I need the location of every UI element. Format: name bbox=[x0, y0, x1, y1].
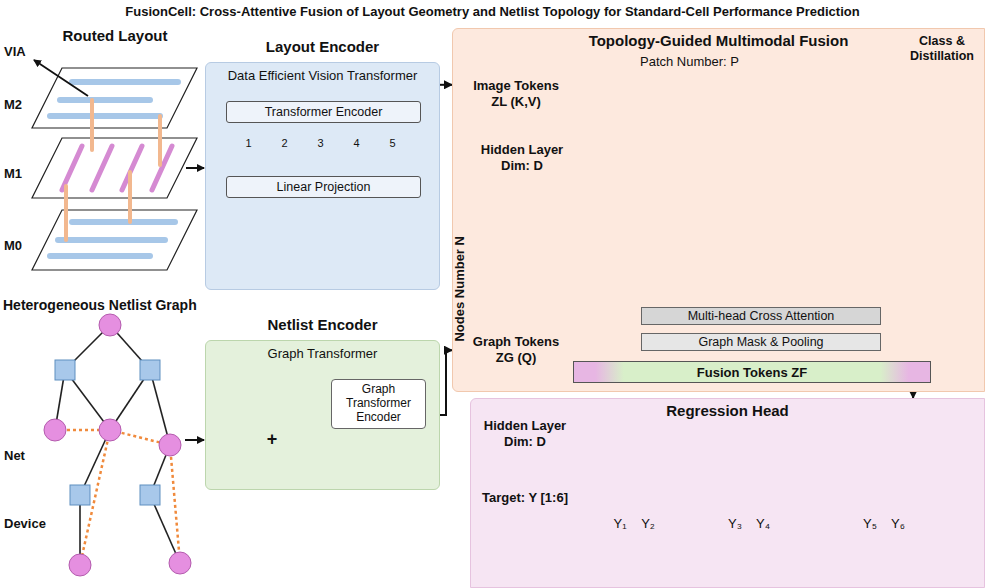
attention-box: Multi-head Cross Attention bbox=[641, 307, 881, 325]
box-label: Linear Projection bbox=[274, 180, 374, 194]
diagram-label: 4 bbox=[350, 137, 363, 150]
illustration-shape bbox=[99, 314, 121, 336]
illustration-shape bbox=[186, 167, 204, 169]
box-label: Graph Mask & Pooling bbox=[695, 335, 826, 349]
diagram-label: Device bbox=[4, 516, 64, 532]
encoder-panel: Netlist EncoderGraph TransformerGraph Tr… bbox=[205, 340, 440, 490]
diagram-label: Y₂ bbox=[636, 516, 660, 532]
illustration-shape bbox=[62, 146, 82, 190]
illustration-shape bbox=[185, 439, 204, 441]
panel-heading: Netlist Encoder bbox=[206, 316, 439, 334]
diagram-label: Nodes Number N bbox=[452, 229, 468, 349]
diagram-label: Class & Distillation bbox=[900, 34, 984, 64]
panel-heading: Topology-Guided Multimodal Fusion bbox=[453, 32, 984, 49]
illustration-shape bbox=[32, 68, 197, 128]
diagram-label: + bbox=[262, 429, 282, 451]
illustration-shape bbox=[72, 79, 178, 85]
pooling-box: Graph Mask & Pooling bbox=[641, 333, 881, 351]
panel-subheading: Graph Transformer bbox=[206, 346, 439, 361]
illustration-shape bbox=[50, 113, 160, 119]
box-label: Transformer Encoder bbox=[262, 105, 386, 119]
diagram-label: Patch Number: P bbox=[640, 54, 770, 70]
illustration-shape bbox=[60, 97, 150, 103]
illustration-shape bbox=[140, 360, 160, 380]
diagram-label: 3 bbox=[314, 137, 327, 150]
diagram-label: Heterogeneous Netlist Graph bbox=[3, 297, 238, 314]
flow-arrow bbox=[440, 350, 452, 415]
diagram-label: Y₅ bbox=[858, 516, 882, 532]
illustration-shape bbox=[44, 314, 191, 576]
diagram-label: Hidden Layer Dim: D bbox=[476, 418, 574, 449]
illustration-shape bbox=[72, 219, 175, 225]
illustration-shape bbox=[34, 60, 88, 96]
illustration-shape bbox=[70, 485, 90, 505]
illustration-shape bbox=[90, 100, 94, 150]
token-bar: Fusion Tokens ZF bbox=[573, 361, 931, 383]
illustration-shape bbox=[66, 100, 160, 240]
illustration-shape bbox=[32, 210, 197, 270]
flow-arrow bbox=[440, 84, 452, 86]
box-label: Fusion Tokens ZF bbox=[694, 365, 810, 380]
projection-box: Linear Projection bbox=[226, 176, 421, 198]
diagram-label: 2 bbox=[278, 137, 291, 150]
box-label: Multi-head Cross Attention bbox=[685, 309, 838, 323]
diagram-label: Y₃ bbox=[723, 516, 747, 532]
panel-subheading: Data Efficient Vision Transformer bbox=[206, 68, 439, 83]
figure-title: FusionCell: Cross-Attentive Fusion of La… bbox=[0, 4, 985, 20]
diagram-label: 5 bbox=[386, 137, 399, 150]
illustration-shape bbox=[140, 485, 160, 505]
panel-heading: Regression Head bbox=[471, 402, 984, 419]
illustration-shape bbox=[50, 82, 178, 256]
diagram-label: Image Tokens ZL (K,V) bbox=[466, 78, 566, 109]
illustration-shape bbox=[69, 554, 91, 576]
diagram-label: Graph Tokens ZG (Q) bbox=[466, 334, 566, 365]
illustration-shape bbox=[62, 146, 172, 190]
diagram-label: 1 bbox=[242, 137, 255, 150]
encoder-panel: Layout EncoderData Efficient Vision Tran… bbox=[205, 62, 440, 290]
illustration-shape bbox=[159, 434, 181, 456]
illustration-shape bbox=[92, 146, 112, 190]
illustration-shape bbox=[44, 419, 66, 441]
illustration-shape bbox=[99, 419, 121, 441]
diagram-label: Y₆ bbox=[886, 516, 910, 532]
illustration-shape bbox=[64, 186, 68, 240]
diagram-label: VIA bbox=[4, 44, 38, 60]
diagram-label: Y₁ bbox=[608, 516, 632, 532]
illustration-shape bbox=[128, 172, 132, 222]
illustration-shape bbox=[158, 116, 162, 165]
illustration-shape bbox=[50, 253, 150, 259]
illustration-shape bbox=[150, 370, 170, 445]
illustration-shape bbox=[58, 237, 165, 243]
illustration-shape bbox=[170, 445, 180, 563]
illustration-shape bbox=[55, 430, 180, 565]
diagram-label: Hidden Layer Dim: D bbox=[476, 142, 568, 173]
diagram-label: Net bbox=[4, 448, 38, 464]
diagram-label: Y₄ bbox=[751, 516, 775, 532]
box-label: Graph Transformer Encoder bbox=[332, 383, 425, 424]
panel-heading: Layout Encoder bbox=[206, 38, 439, 56]
illustration-shape bbox=[55, 325, 180, 565]
diagram-label: Target: Y [1:6] bbox=[482, 490, 594, 506]
encoder-box: Graph Transformer Encoder bbox=[331, 379, 426, 429]
illustration-shape bbox=[32, 138, 197, 198]
illustration-shape bbox=[169, 552, 191, 574]
illustration-shape bbox=[55, 360, 75, 380]
diagram-label: M0 bbox=[4, 238, 30, 254]
transformer-box: Transformer Encoder bbox=[226, 101, 421, 123]
illustration-shape bbox=[55, 360, 160, 505]
diagram-label: Routed Layout bbox=[40, 27, 190, 45]
diagram-label: M1 bbox=[4, 166, 30, 182]
diagram-label: M2 bbox=[4, 97, 30, 113]
